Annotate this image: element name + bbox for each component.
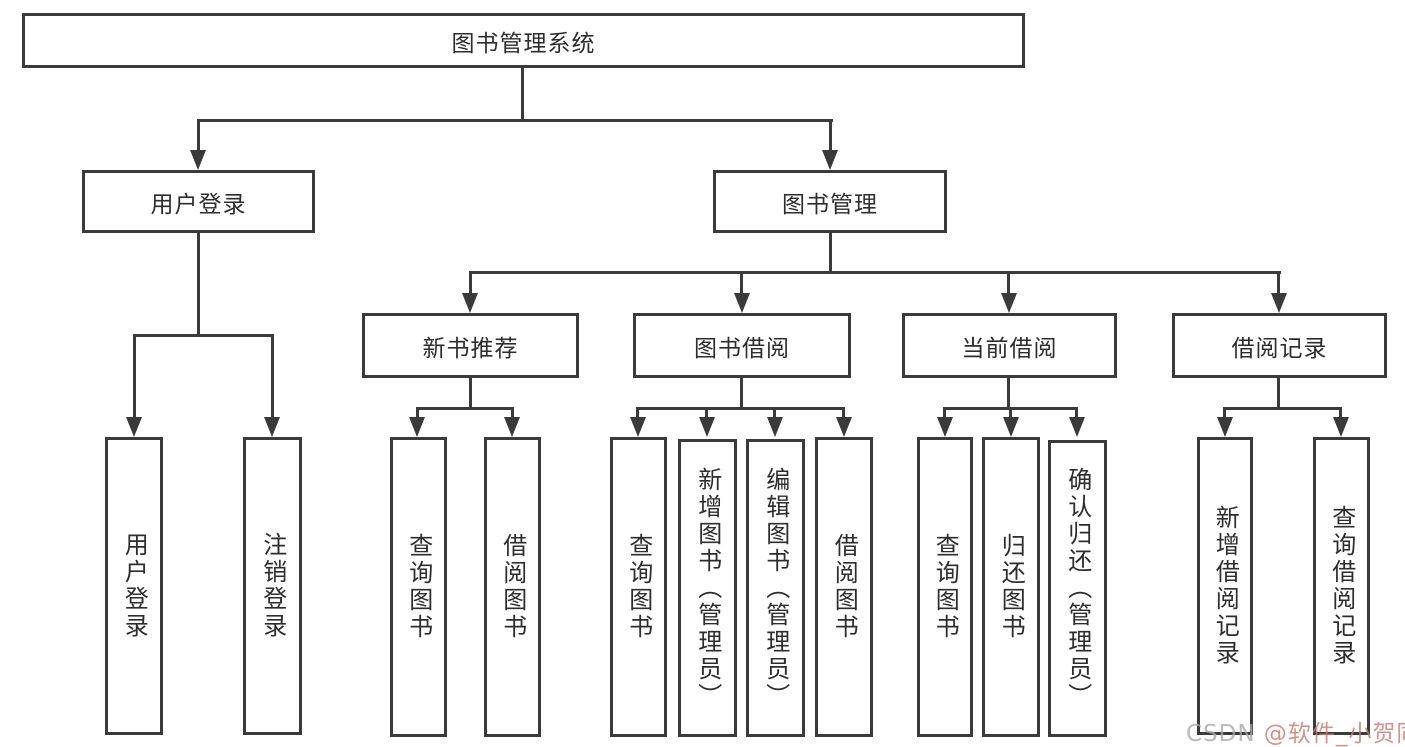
- leaf-logout: 注销登录: [243, 437, 302, 735]
- connector-line: [416, 407, 419, 419]
- connector-line: [416, 407, 514, 410]
- connector-line: [1277, 271, 1280, 294]
- connector-line: [197, 233, 200, 336]
- node-label: 图书借阅: [694, 335, 790, 362]
- arrowhead-down-icon: [462, 293, 478, 313]
- leaf-borrow-book: 借阅图书: [815, 437, 873, 737]
- watermark-brand: CSDN: [1186, 721, 1256, 747]
- arrowhead-down-icon: [1217, 417, 1233, 437]
- connector-line: [469, 271, 472, 294]
- leaf-add-borrow-record: 新增借阅记录: [1197, 437, 1253, 735]
- arrowhead-down-icon: [937, 417, 953, 437]
- leaf-label: 归还图书: [997, 533, 1026, 641]
- leaf-label: 确认归还（管理员）: [1063, 467, 1092, 710]
- connector-line: [829, 119, 832, 151]
- node-library-management-system: 图书管理系统: [22, 13, 1025, 68]
- connector-line: [197, 119, 833, 122]
- watermark-space: [1256, 721, 1264, 747]
- leaf-query-book-current: 查询图书: [917, 437, 973, 737]
- connector-line: [469, 271, 1281, 274]
- node-book-borrow: 图书借阅: [633, 313, 851, 378]
- leaf-confirm-return-admin: 确认归还（管理员）: [1048, 440, 1107, 737]
- connector-line: [1277, 378, 1280, 409]
- connector-line: [773, 407, 776, 419]
- leaf-query-book-recommend: 查询图书: [390, 437, 447, 737]
- arrowhead-down-icon: [822, 150, 838, 170]
- connector-line: [705, 407, 708, 419]
- arrowhead-down-icon: [264, 417, 280, 437]
- node-user-login: 用户登录: [82, 170, 315, 233]
- leaf-label: 借阅图书: [830, 533, 859, 641]
- leaf-label: 编辑图书（管理员）: [761, 466, 790, 710]
- connector-line: [1007, 378, 1010, 409]
- leaf-label: 新增图书（管理员）: [693, 466, 722, 710]
- leaf-label: 查询图书: [931, 533, 960, 641]
- connector-line: [842, 407, 845, 419]
- connector-line: [637, 407, 845, 410]
- arrowhead-down-icon: [699, 417, 715, 437]
- arrowhead-down-icon: [630, 417, 646, 437]
- connector-line: [829, 233, 832, 274]
- connector-line: [469, 378, 472, 409]
- leaf-label: 查询图书: [624, 533, 653, 641]
- connector-line: [133, 334, 136, 418]
- node-label: 新书推荐: [422, 335, 519, 362]
- leaf-borrow-book-recommend: 借阅图书: [484, 437, 541, 737]
- connector-line: [133, 334, 274, 337]
- arrowhead-down-icon: [1271, 293, 1287, 313]
- leaf-label: 查询借阅记录: [1327, 505, 1356, 667]
- leaf-label: 借阅图书: [498, 533, 527, 641]
- leaf-label: 新增借阅记录: [1211, 505, 1240, 667]
- node-current-borrow: 当前借阅: [902, 313, 1117, 378]
- connector-line: [1223, 407, 1226, 419]
- connector-line: [636, 407, 639, 419]
- arrowhead-down-icon: [734, 293, 750, 313]
- arrowhead-down-icon: [126, 417, 142, 437]
- connector-line: [511, 407, 514, 419]
- leaf-add-book-admin: 新增图书（管理员）: [678, 439, 737, 737]
- leaf-edit-book-admin: 编辑图书（管理员）: [746, 439, 805, 737]
- node-book-management: 图书管理: [713, 170, 947, 233]
- connector-line: [1007, 271, 1010, 294]
- connector-line: [740, 271, 743, 294]
- arrowhead-down-icon: [836, 417, 852, 437]
- connector-line: [271, 334, 274, 418]
- watermark-handle: @软件_小贺同学: [1263, 721, 1405, 747]
- arrowhead-down-icon: [409, 417, 425, 437]
- node-new-book-recommend: 新书推荐: [362, 313, 579, 378]
- leaf-label: 注销登录: [258, 532, 287, 640]
- connector-line: [197, 119, 200, 151]
- node-borrow-record: 借阅记录: [1172, 313, 1387, 378]
- arrowhead-down-icon: [190, 150, 206, 170]
- connector-line: [1009, 407, 1012, 419]
- arrowhead-down-icon: [1001, 293, 1017, 313]
- arrowhead-down-icon: [1003, 417, 1019, 437]
- node-label: 借阅记录: [1231, 335, 1328, 362]
- connector-line: [521, 68, 524, 120]
- node-label: 当前借阅: [961, 335, 1058, 362]
- leaf-user-login: 用户登录: [105, 437, 163, 735]
- connector-line: [740, 378, 743, 409]
- connector-line: [943, 407, 946, 419]
- leaf-return-book: 归还图书: [982, 437, 1040, 737]
- leaf-label: 查询图书: [404, 533, 433, 641]
- node-label: 图书管理系统: [451, 30, 596, 57]
- arrowhead-down-icon: [504, 417, 520, 437]
- leaf-query-borrow-record: 查询借阅记录: [1313, 437, 1370, 735]
- node-label: 用户登录: [150, 191, 247, 218]
- connector-line: [1075, 407, 1078, 419]
- node-label: 图书管理: [782, 191, 878, 218]
- leaf-query-book-borrow: 查询图书: [610, 437, 667, 737]
- connector-line: [1339, 407, 1342, 419]
- connector-line: [1224, 407, 1342, 410]
- arrowhead-down-icon: [1333, 417, 1349, 437]
- arrowhead-down-icon: [767, 417, 783, 437]
- watermark: CSDN @软件_小贺同学: [1186, 714, 1405, 747]
- arrowhead-down-icon: [1069, 417, 1085, 437]
- leaf-label: 用户登录: [120, 532, 149, 640]
